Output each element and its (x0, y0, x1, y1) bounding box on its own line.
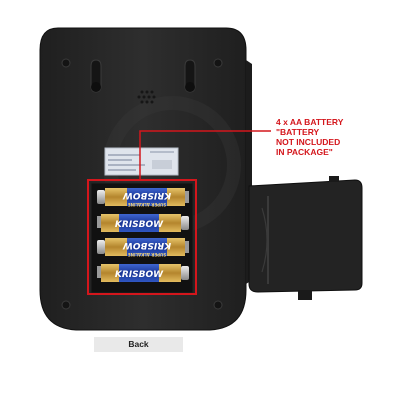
mounting-slot-left (90, 59, 102, 93)
battery-subtext: SUPER ALKALINE (128, 252, 166, 257)
screw-top-left (61, 58, 71, 68)
mounting-slot-right (184, 59, 196, 93)
screw-top-right (213, 58, 223, 68)
battery-brand: KRISBOW (122, 240, 171, 250)
callout-line (139, 130, 271, 180)
battery-cover (248, 176, 363, 300)
screw-bottom-left (61, 300, 71, 310)
speaker-grille (137, 90, 156, 104)
battery-annotation: 4 x AA BATTERY "BATTERY NOT INCLUDED IN … (276, 117, 396, 157)
battery-1: KRISBOW SUPER ALKALINE (97, 188, 189, 207)
battery-4: KRISBOW (97, 264, 189, 282)
product-label (104, 147, 179, 176)
annotation-note-line-3: IN PACKAGE" (276, 147, 333, 157)
screw-bottom-right (213, 300, 223, 310)
battery-2: KRISBOW (97, 214, 189, 232)
battery-subtext: SUPER ALKALINE (128, 202, 166, 207)
battery-brand: KRISBOW (115, 270, 164, 280)
annotation-heading: 4 x AA BATTERY (276, 117, 344, 127)
back-button[interactable]: Back (94, 337, 183, 352)
highlight-box (87, 179, 197, 295)
annotation-note-line-1: "BATTERY (276, 127, 320, 137)
annotation-note-line-2: NOT INCLUDED (276, 137, 341, 147)
battery-brand: KRISBOW (115, 220, 164, 230)
battery-3: KRISBOW SUPER ALKALINE (97, 238, 189, 257)
battery-brand: KRISBOW (122, 190, 171, 200)
